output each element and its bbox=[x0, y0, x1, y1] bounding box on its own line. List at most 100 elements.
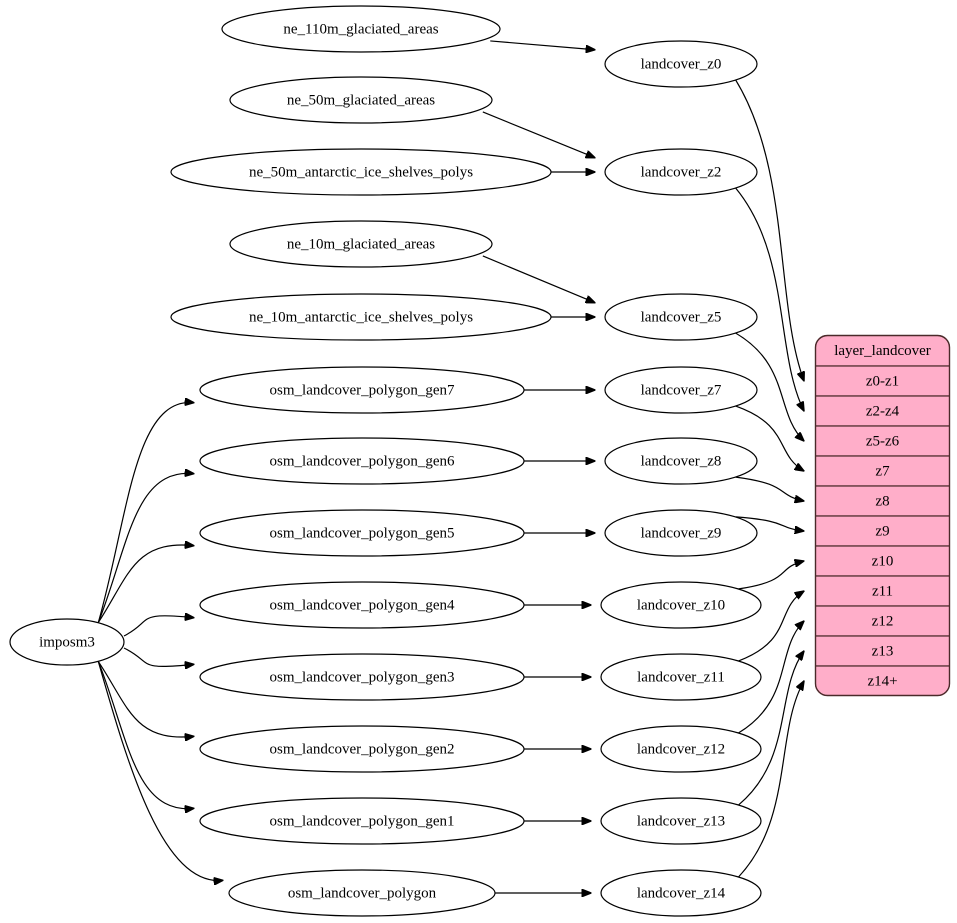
edge-landcover_z7-to-layer_landcover_z7 bbox=[735, 405, 804, 471]
table-cell-label: z10 bbox=[872, 553, 894, 569]
node-label: landcover_z8 bbox=[641, 453, 722, 469]
node-landcover_z11[interactable]: landcover_z11 bbox=[600, 653, 762, 701]
node-osm_landcover_polygon_gen4[interactable]: osm_landcover_polygon_gen4 bbox=[199, 581, 525, 629]
node-landcover_z13[interactable]: landcover_z13 bbox=[600, 797, 762, 845]
edge-ne_10m_glaciated_areas-to-landcover_z5 bbox=[482, 255, 595, 303]
node-ellipse bbox=[229, 220, 493, 268]
node-label: osm_landcover_polygon_gen2 bbox=[270, 741, 455, 757]
table-cell-bg bbox=[815, 575, 950, 607]
table-row-z0-z1[interactable]: z0-z1 bbox=[815, 365, 950, 397]
node-landcover_z10[interactable]: landcover_z10 bbox=[600, 581, 762, 629]
table-row-z8[interactable]: z8 bbox=[815, 485, 950, 517]
node-label: ne_10m_glaciated_areas bbox=[287, 236, 435, 252]
node-landcover_z7[interactable]: landcover_z7 bbox=[604, 366, 758, 414]
node-osm_landcover_polygon_gen1[interactable]: osm_landcover_polygon_gen1 bbox=[199, 797, 525, 845]
node-ellipse bbox=[199, 653, 525, 701]
table-row-z12[interactable]: z12 bbox=[815, 605, 950, 637]
node-ne_10m_glaciated_areas[interactable]: ne_10m_glaciated_areas bbox=[229, 220, 493, 268]
edge-landcover_z2-to-layer_landcover_z2-z4 bbox=[735, 187, 804, 411]
table-cell-bg bbox=[815, 515, 950, 547]
edge-landcover_z5-to-layer_landcover_z5-z6 bbox=[735, 332, 804, 441]
node-label: landcover_z0 bbox=[641, 56, 722, 72]
table-cell-bg bbox=[815, 335, 950, 367]
node-osm_landcover_polygon_gen6[interactable]: osm_landcover_polygon_gen6 bbox=[199, 437, 525, 485]
node-label: landcover_z10 bbox=[637, 597, 725, 613]
edge-imposm3-to-osm_landcover_polygon_gen2 bbox=[97, 661, 194, 737]
node-ellipse bbox=[600, 581, 762, 629]
node-landcover_z0[interactable]: landcover_z0 bbox=[604, 40, 758, 88]
table-row-z7[interactable]: z7 bbox=[815, 455, 950, 487]
node-label: osm_landcover_polygon_gen3 bbox=[270, 669, 455, 685]
table-row-z11[interactable]: z11 bbox=[815, 575, 950, 607]
table-row-z14+[interactable]: z14+ bbox=[815, 665, 950, 696]
node-ellipse bbox=[604, 40, 758, 88]
table-cell-label: z14+ bbox=[867, 673, 897, 689]
table-row-z9[interactable]: z9 bbox=[815, 515, 950, 547]
node-landcover_z5[interactable]: landcover_z5 bbox=[604, 293, 758, 341]
node-label: landcover_z11 bbox=[637, 669, 725, 685]
table-header-cell[interactable]: layer_landcover bbox=[815, 335, 950, 367]
table-cell-label: z11 bbox=[872, 583, 893, 599]
node-imposm3[interactable]: imposm3 bbox=[9, 618, 125, 666]
table-cell-label: z8 bbox=[875, 493, 889, 509]
table-row-z13[interactable]: z13 bbox=[815, 635, 950, 667]
node-ellipse bbox=[9, 618, 125, 666]
table-row-z2-z4[interactable]: z2-z4 bbox=[815, 395, 950, 427]
node-ellipse bbox=[604, 437, 758, 485]
table-cell-label: z2-z4 bbox=[866, 403, 900, 419]
edge-ne_50m_glaciated_areas-to-landcover_z2 bbox=[482, 111, 595, 158]
edges-layer bbox=[97, 40, 804, 893]
node-label: landcover_z13 bbox=[637, 813, 725, 829]
edge-imposm3-to-osm_landcover_polygon_gen5 bbox=[97, 545, 194, 623]
table-row-z10[interactable]: z10 bbox=[815, 545, 950, 577]
table-cell-bg bbox=[815, 455, 950, 487]
node-ellipse bbox=[604, 293, 758, 341]
node-ellipse bbox=[604, 509, 758, 557]
node-osm_landcover_polygon_gen2[interactable]: osm_landcover_polygon_gen2 bbox=[199, 725, 525, 773]
node-ellipse bbox=[604, 148, 758, 196]
node-landcover_z2[interactable]: landcover_z2 bbox=[604, 148, 758, 196]
node-ellipse bbox=[600, 653, 762, 701]
node-landcover_z8[interactable]: landcover_z8 bbox=[604, 437, 758, 485]
edge-imposm3-to-osm_landcover_polygon bbox=[97, 661, 223, 881]
node-osm_landcover_polygon[interactable]: osm_landcover_polygon bbox=[228, 869, 496, 917]
node-label: ne_50m_glaciated_areas bbox=[287, 92, 435, 108]
table-cell-label: z0-z1 bbox=[866, 373, 899, 389]
node-label: landcover_z9 bbox=[641, 525, 722, 541]
node-ne_50m_antarctic_ice_shelves_polys[interactable]: ne_50m_antarctic_ice_shelves_polys bbox=[170, 148, 552, 196]
node-osm_landcover_polygon_gen7[interactable]: osm_landcover_polygon_gen7 bbox=[199, 366, 525, 414]
node-ellipse bbox=[199, 366, 525, 414]
table-cell-label: z5-z6 bbox=[866, 433, 900, 449]
node-ellipse bbox=[221, 5, 501, 53]
node-osm_landcover_polygon_gen3[interactable]: osm_landcover_polygon_gen3 bbox=[199, 653, 525, 701]
node-ne_10m_antarctic_ice_shelves_polys[interactable]: ne_10m_antarctic_ice_shelves_polys bbox=[170, 293, 552, 341]
node-label: ne_50m_antarctic_ice_shelves_polys bbox=[249, 164, 473, 180]
node-label: osm_landcover_polygon_gen1 bbox=[270, 813, 455, 829]
node-label: landcover_z14 bbox=[637, 885, 726, 901]
table-cell-label: z9 bbox=[875, 523, 889, 539]
edge-landcover_z9-to-layer_landcover_z9 bbox=[735, 516, 804, 531]
node-ellipse bbox=[229, 76, 493, 124]
node-label: osm_landcover_polygon_gen5 bbox=[270, 525, 455, 541]
node-ellipse bbox=[170, 293, 552, 341]
table-outline bbox=[814, 334, 951, 697]
node-osm_landcover_polygon_gen5[interactable]: osm_landcover_polygon_gen5 bbox=[199, 509, 525, 557]
table-cell-label: z12 bbox=[872, 613, 894, 629]
node-ne_110m_glaciated_areas[interactable]: ne_110m_glaciated_areas bbox=[221, 5, 501, 53]
node-landcover_z9[interactable]: landcover_z9 bbox=[604, 509, 758, 557]
edge-landcover_z12-to-layer_landcover_z12 bbox=[738, 621, 804, 734]
table-cells: layer_landcover z0-z1 z2-z4 z5-z6 z7 z8 z9 z10 z… bbox=[815, 335, 950, 696]
node-landcover_z12[interactable]: landcover_z12 bbox=[600, 725, 762, 773]
node-ne_50m_glaciated_areas[interactable]: ne_50m_glaciated_areas bbox=[229, 76, 493, 124]
node-ellipse bbox=[199, 509, 525, 557]
edge-landcover_z11-to-layer_landcover_z11 bbox=[738, 591, 804, 662]
edge-imposm3-to-osm_landcover_polygon_gen3 bbox=[123, 647, 194, 666]
node-label: landcover_z2 bbox=[641, 164, 722, 180]
table-row-z5-z6[interactable]: z5-z6 bbox=[815, 425, 950, 457]
node-ellipse bbox=[199, 437, 525, 485]
node-landcover_z14[interactable]: landcover_z14 bbox=[600, 869, 762, 917]
node-label: osm_landcover_polygon bbox=[288, 885, 437, 901]
edge-ne_110m_glaciated_areas-to-landcover_z0 bbox=[490, 40, 595, 50]
